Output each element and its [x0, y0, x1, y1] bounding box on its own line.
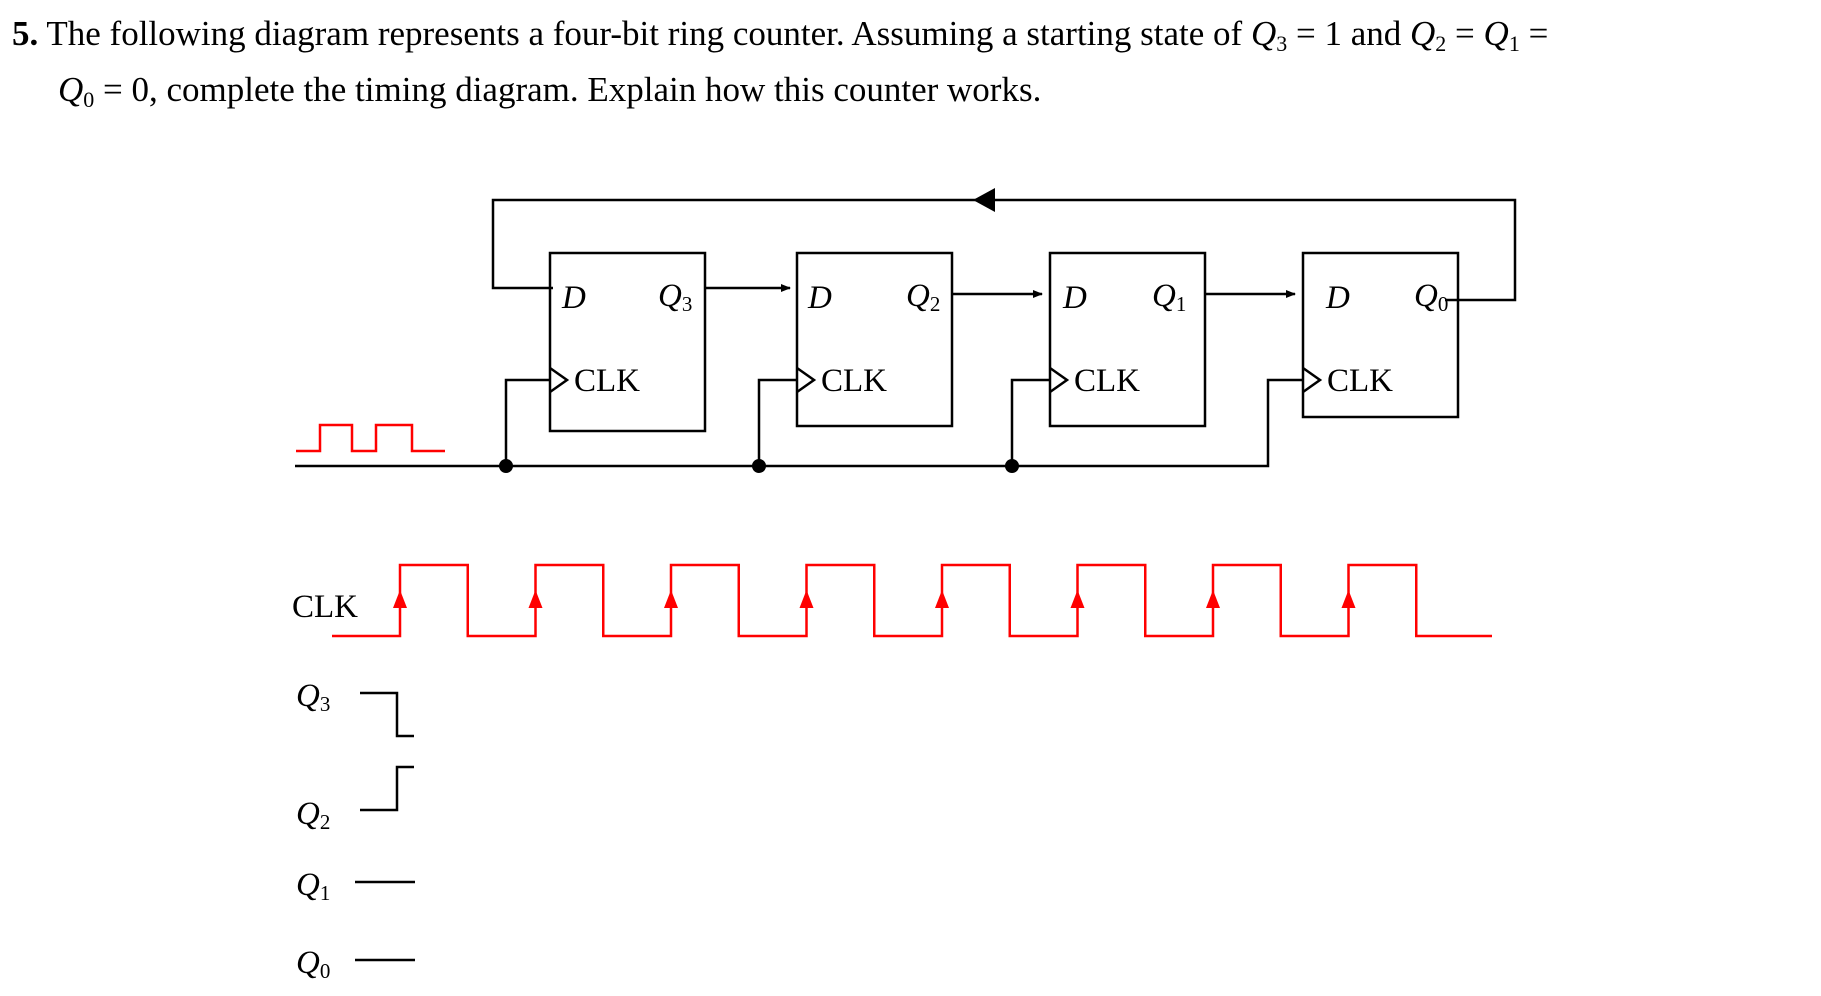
ff2-q-label: Q2: [906, 278, 940, 316]
question-number: 5.: [12, 14, 39, 53]
ff0-d-label: D: [1325, 280, 1350, 316]
ff3-d-label: D: [561, 280, 586, 316]
timing-q0-label: Q0: [296, 945, 330, 983]
ff0-clk-label: CLK: [1327, 363, 1393, 399]
clock-junctions: [499, 459, 1019, 473]
q2-initial-waveform: [360, 765, 414, 812]
q3-initial-waveform: [360, 691, 414, 738]
clock-bus: [295, 378, 1303, 468]
ff1-clk-label: CLK: [1074, 363, 1140, 399]
flip-flop-q0: [1301, 251, 1460, 419]
rising-edge-arrow: [1206, 590, 1220, 608]
timing-q1-label: Q1: [296, 867, 330, 905]
ff2-d-label: D: [807, 280, 832, 316]
clock-waveform: [332, 563, 1492, 638]
timing-clk-label: CLK: [292, 589, 358, 625]
ff2-clk-label: CLK: [821, 363, 887, 399]
feedback-wire: [491, 198, 1517, 302]
rising-edge-arrow: [664, 590, 678, 608]
ff1-d-label: D: [1062, 280, 1087, 316]
rising-edge-arrow: [799, 590, 814, 608]
timing-q2-label: Q2: [296, 796, 330, 834]
timing-q3-label: Q3: [296, 678, 330, 716]
question-line-2: Q0 = 0, complete the timing diagram. Exp…: [58, 70, 1042, 112]
clk-triangles: [549, 366, 1323, 394]
rising-edge-arrow: [1341, 590, 1356, 608]
ff1-q-label: Q1: [1152, 278, 1186, 316]
question-text: 5. The following diagram represents a fo…: [12, 6, 1812, 118]
clock-line: [332, 563, 1492, 638]
flip-flop-q3: [548, 251, 707, 433]
rising-edge-arrow: [393, 590, 407, 608]
ff3-q-label: Q3: [658, 278, 692, 316]
flip-flop-q2: [795, 251, 954, 428]
stage-wires: [705, 284, 1296, 298]
ff0-q-label: Q0: [1414, 278, 1448, 316]
question-line-1: 5. The following diagram represents a fo…: [12, 14, 1549, 56]
rising-edge-arrow: [935, 590, 949, 608]
clock-source-pulses: [296, 423, 445, 453]
flip-flop-q1: [1048, 251, 1207, 428]
feedback-arrow: [973, 188, 995, 212]
rising-edge-arrow: [1070, 590, 1085, 608]
signal-stubs: [355, 691, 415, 962]
ff3-clk-label: CLK: [574, 363, 640, 399]
rising-edge-arrow: [528, 590, 543, 608]
